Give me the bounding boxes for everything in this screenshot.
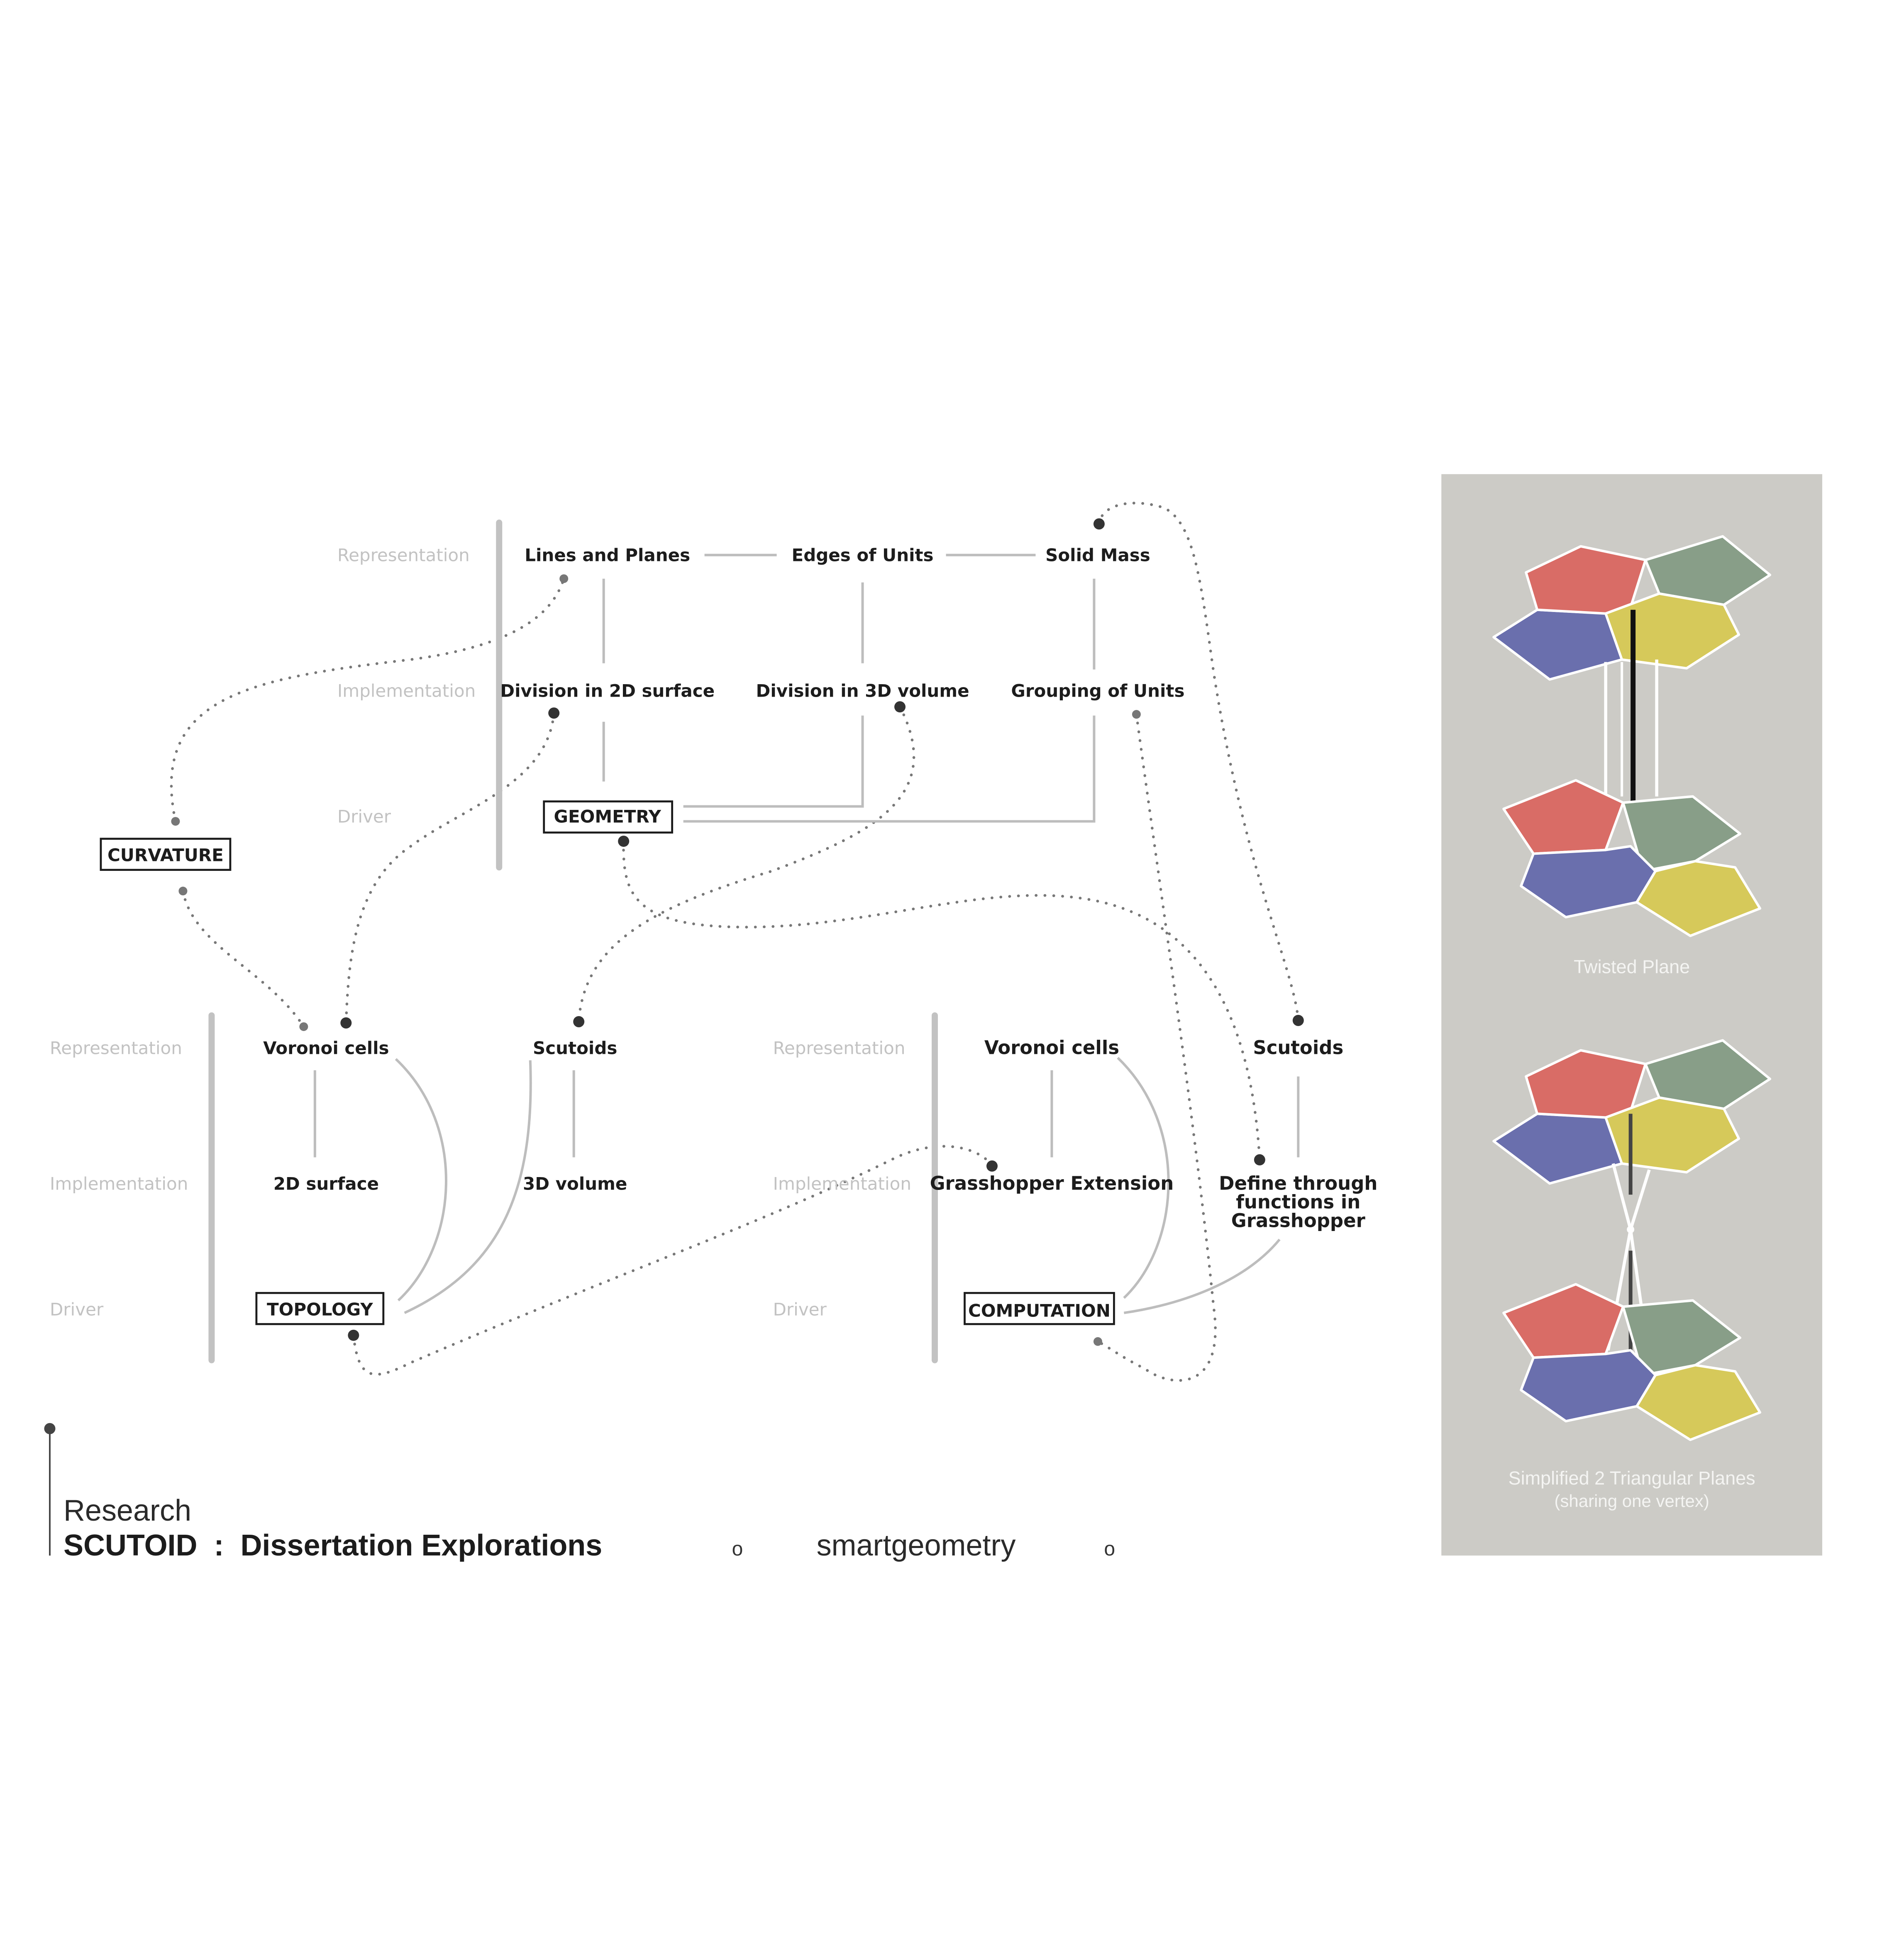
topology-block: Voronoi cells Scutoids 2D surface 3D vol… (255, 1038, 627, 1325)
connector-curve (404, 1060, 532, 1314)
row-label-representation: Representation (773, 1038, 906, 1058)
triangular-planes-figure (1492, 1039, 1772, 1441)
connector-line (683, 715, 864, 808)
connector-geometry-to-define (622, 840, 1261, 1161)
connector-div2d-to-voronoi (344, 712, 556, 1024)
dot (573, 1016, 585, 1027)
node-division-3d-volume: Division in 3D volume (756, 681, 969, 701)
cell-green (1644, 535, 1772, 606)
connector-solid-mass-to-scutoids (1098, 502, 1300, 1022)
node-voronoi-cells: Voronoi cells (984, 1036, 1119, 1058)
connector-curve (395, 1058, 447, 1302)
connector-topology-to-grasshopper (352, 1145, 993, 1376)
node-edges-of-units: Edges of Units (792, 545, 934, 566)
curvature-node: CURVATURE (100, 838, 232, 871)
dot (340, 1017, 352, 1029)
dot (348, 1329, 359, 1341)
caption-simplified-planes-sub: (sharing one vertex) (1554, 1491, 1709, 1511)
dot (1292, 1014, 1304, 1026)
cell-yellow (1604, 592, 1740, 670)
footer: Research SCUTOID : Dissertation Explorat… (44, 1423, 1115, 1562)
footer-brand: smartgeometry (817, 1529, 1016, 1562)
row-label-implementation: Implementation (337, 681, 476, 701)
footer-bullet: o (732, 1538, 743, 1560)
cell-red (1502, 779, 1625, 855)
dot (1132, 710, 1141, 719)
connector-dots (171, 518, 1304, 1346)
row-label-representation: Representation (337, 545, 470, 566)
driver-curvature: CURVATURE (107, 845, 224, 865)
cell-yellow (1635, 1364, 1762, 1441)
cell-yellow (1604, 1096, 1740, 1174)
driver-geometry: GEOMETRY (554, 807, 661, 827)
connector-curvature-to-lines-planes (170, 577, 565, 823)
cell-green (1644, 1039, 1772, 1110)
dotted-connectors (170, 502, 1300, 1382)
row-label-representation: Representation (50, 1038, 182, 1058)
footer-pin (44, 1423, 56, 1434)
node-grasshopper-extension: Grasshopper Extension (930, 1172, 1174, 1194)
driver-box-topology (255, 1292, 385, 1325)
node-division-2d-surface: Division in 2D surface (500, 681, 715, 701)
dot (171, 817, 180, 826)
footer-kicker: Research (63, 1494, 191, 1527)
row-label-driver: Driver (773, 1299, 827, 1319)
driver-box-curvature (100, 838, 232, 871)
computation-block: Voronoi cells Scutoids Grasshopper Exten… (930, 1036, 1377, 1325)
solid-connectors (313, 553, 1300, 1314)
dot (299, 1022, 308, 1031)
driver-computation: COMPUTATION (968, 1300, 1111, 1321)
footer-bullet: o (1104, 1538, 1115, 1560)
row-label-implementation: Implementation (50, 1173, 188, 1194)
geometry-block: Lines and Planes Edges of Units Solid Ma… (500, 545, 1184, 834)
driver-topology: TOPOLOGY (267, 1299, 373, 1319)
node-2d-surface: 2D surface (273, 1173, 379, 1194)
cell-yellow (1635, 860, 1762, 937)
connector-line (683, 715, 1096, 823)
node-define-line-3: Grasshopper (1231, 1209, 1366, 1231)
connector-curvature-to-voronoi (181, 890, 305, 1028)
node-solid-mass: Solid Mass (1045, 545, 1150, 566)
dot (178, 887, 188, 896)
caption-twisted-plane: Twisted Plane (1574, 956, 1690, 978)
node-scutoids: Scutoids (1253, 1036, 1343, 1058)
dot (1093, 1337, 1102, 1346)
dot (548, 707, 560, 719)
node-grouping-of-units: Grouping of Units (1011, 681, 1184, 701)
row-label-driver: Driver (50, 1299, 104, 1319)
node-lines-and-planes: Lines and Planes (525, 545, 690, 566)
dot (986, 1160, 998, 1172)
cell-red (1502, 1283, 1625, 1359)
dot (618, 836, 630, 847)
node-scutoids: Scutoids (533, 1038, 617, 1058)
dot (1254, 1154, 1265, 1165)
footer-title: SCUTOID : Dissertation Explorations (63, 1529, 602, 1562)
twisted-plane-figure (1492, 535, 1772, 937)
node-define-line-1: Define through (1219, 1172, 1377, 1194)
connector-curve (1117, 1057, 1170, 1299)
caption-simplified-planes: Simplified 2 Triangular Planes (1509, 1468, 1755, 1489)
row-label-implementation: Implementation (773, 1173, 911, 1194)
block-bars (208, 519, 938, 1363)
driver-box-geometry (543, 800, 674, 834)
scutoid-panel: Twisted Plane Simplified 2 Triangular Pl… (1441, 474, 1823, 1556)
row-labels: Representation Implementation Driver Rep… (50, 545, 911, 1320)
node-define-line-2: functions in (1236, 1191, 1360, 1213)
dot (894, 701, 906, 713)
row-label-driver: Driver (337, 807, 391, 827)
node-voronoi-cells: Voronoi cells (263, 1038, 389, 1058)
node-3d-volume: 3D volume (523, 1173, 627, 1194)
connector-curve (1123, 1238, 1281, 1314)
dot (1093, 518, 1105, 530)
dot (559, 574, 569, 583)
shared-vertex (1627, 1226, 1635, 1234)
driver-box-computation (964, 1292, 1115, 1325)
